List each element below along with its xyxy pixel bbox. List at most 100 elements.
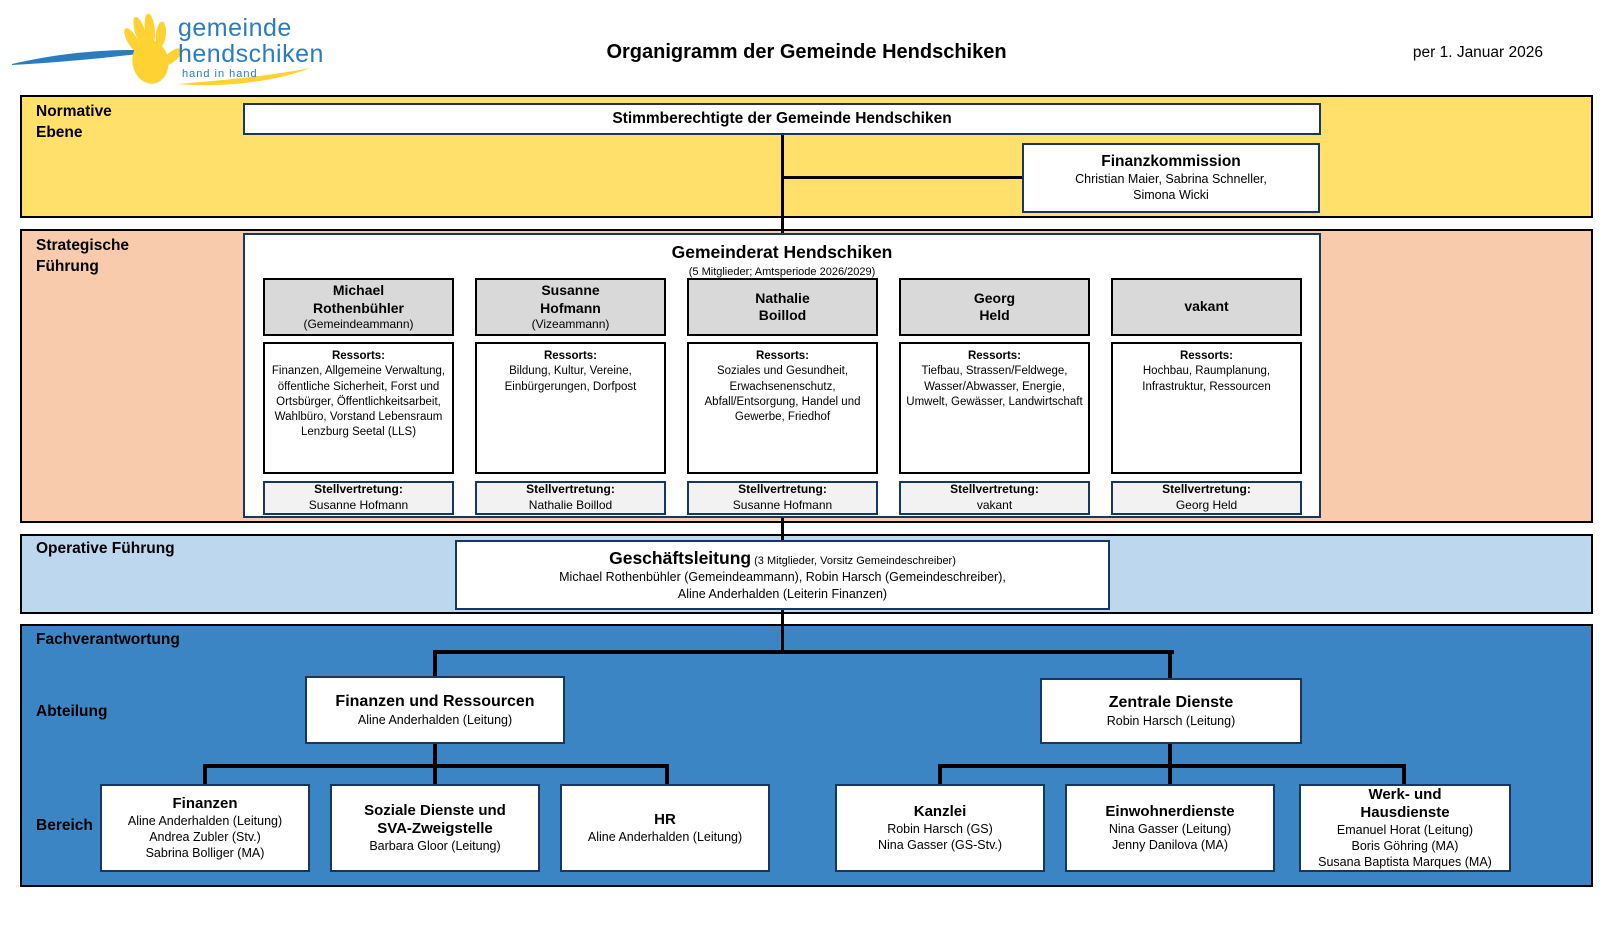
bereich-title: HR bbox=[654, 810, 676, 828]
page-title: Organigramm der Gemeinde Hendschiken bbox=[606, 41, 1007, 63]
band-label-strategische: Strategische Führung bbox=[36, 237, 130, 275]
stellvertretung-box-vakant: Stellvertretung: Georg Held bbox=[1111, 481, 1302, 515]
ressorts-box-held: Ressorts: Tiefbau, Strassen/Feldwege, Wa… bbox=[899, 342, 1090, 474]
geschaeftsleitung-box: Geschäftsleitung (3 Mitglieder, Vorsitz … bbox=[455, 540, 1110, 610]
bereich-person: Aline Anderhalden (Leitung) bbox=[127, 813, 283, 828]
stellvertretung-name: Susanne Hofmann bbox=[308, 498, 409, 512]
stellvertretung-label: Stellvertretung: bbox=[314, 482, 403, 497]
connector-to-soziale-dienste bbox=[433, 764, 437, 786]
connector-abteilungen-horizontal bbox=[433, 650, 1174, 654]
bereich-person: Emanuel Horat (Leitung) bbox=[1336, 822, 1474, 837]
effective-date: per 1. Januar 2026 bbox=[1412, 44, 1543, 61]
ressorts-text: Soziales und Gesundheit, Erwachsenenschu… bbox=[704, 365, 861, 424]
member-name-box-rothenbuehler: Michael Rothenbühler (Gemeindeammann) bbox=[263, 278, 454, 336]
stellvertretung-box-rothenbuehler: Stellvertretung: Susanne Hofmann bbox=[263, 481, 454, 515]
gemeinderat-title: Gemeinderat Hendschiken bbox=[671, 242, 893, 262]
ressorts-text: Hochbau, Raumplanung, Infrastruktur, Res… bbox=[1142, 365, 1271, 393]
member-name-box-vakant: vakant bbox=[1111, 278, 1302, 336]
ressorts-box-vakant: Ressorts: Hochbau, Raumplanung, Infrastr… bbox=[1111, 342, 1302, 474]
bereich-box-soziale-dienste: Soziale Dienste und SVA-Zweigstelle Barb… bbox=[330, 784, 540, 872]
logo-tagline: hand in hand bbox=[182, 68, 258, 80]
bereich-title: Kanzlei bbox=[913, 802, 967, 820]
bereich-person: Barbara Gloor (Leitung) bbox=[369, 838, 501, 853]
band-label-operative: Operative Führung bbox=[36, 540, 175, 557]
logo-swoosh-icon bbox=[12, 50, 160, 65]
bereich-person: Susana Baptista Marques (MA) bbox=[1318, 855, 1492, 870]
bereich-box-werk-hausdienste: Werk- und Hausdienste Emanuel Horat (Lei… bbox=[1299, 784, 1511, 872]
gemeinderat-subtitle: (5 Mitglieder; Amtsperiode 2026/2029) bbox=[688, 266, 876, 278]
member-name: Nathalie Boillod bbox=[755, 289, 810, 324]
connector-finanzen-ressourcen-down bbox=[433, 744, 437, 768]
member-name: Michael Rothenbühler bbox=[313, 282, 404, 316]
member-name-box-hofmann: Susanne Hofmann (Vizeammann) bbox=[475, 278, 666, 336]
connector-gemeinderat-geschaeftsleitung bbox=[781, 518, 784, 546]
connector-finanzkommission bbox=[781, 176, 1024, 179]
stellvertretung-label: Stellvertretung: bbox=[950, 482, 1039, 497]
member-role: (Vizeammann) bbox=[531, 317, 610, 332]
abteilung-leitung: Aline Anderhalden (Leitung) bbox=[357, 712, 513, 727]
stellvertretung-box-hofmann: Stellvertretung: Nathalie Boillod bbox=[475, 481, 666, 515]
abteilung-box-zentrale-dienste: Zentrale Dienste Robin Harsch (Leitung) bbox=[1040, 678, 1302, 744]
stellvertretung-name: vakant bbox=[976, 498, 1013, 512]
bereich-title: Soziale Dienste und SVA-Zweigstelle bbox=[364, 801, 506, 837]
logo-graphic-icon bbox=[12, 13, 310, 86]
ressorts-text: Tiefbau, Strassen/Feldwege, Wasser/Abwas… bbox=[906, 365, 1083, 408]
stimmberechtigte-box: Stimmberechtigte der Gemeinde Hendschike… bbox=[243, 103, 1321, 135]
connector-bereiche-rechts-horizontal bbox=[938, 764, 1406, 768]
bereich-title: Finanzen bbox=[172, 794, 238, 812]
band-label-normative: Normative Ebene bbox=[36, 103, 112, 141]
stellvertretung-name: Susanne Hofmann bbox=[732, 498, 833, 512]
member-name: Georg Held bbox=[973, 289, 1016, 324]
stellvertretung-name: Georg Held bbox=[1175, 498, 1238, 512]
bereich-box-hr: HR Aline Anderhalden (Leitung) bbox=[560, 784, 770, 872]
abteilung-title: Finanzen und Ressourcen bbox=[335, 692, 535, 710]
ressorts-box-hofmann: Ressorts: Bildung, Kultur, Vereine, Einb… bbox=[475, 342, 666, 474]
row-label-bereich: Bereich bbox=[36, 817, 93, 834]
finanzkommission-box: Finanzkommission Christian Maier, Sabrin… bbox=[1022, 143, 1320, 213]
bereich-person: Jenny Danilova (MA) bbox=[1111, 838, 1228, 852]
band-label-fachverantwortung: Fachverantwortung bbox=[36, 631, 180, 648]
bereich-title: Einwohnerdienste bbox=[1105, 802, 1235, 820]
bereich-person: Aline Anderhalden (Leitung) bbox=[587, 829, 743, 844]
connector-stimmberechtigte-gemeinderat bbox=[781, 135, 784, 235]
gemeinde-hendschiken-logo: gemeinde hendschiken hand in hand bbox=[10, 4, 340, 92]
member-role: (Gemeindeammann) bbox=[303, 317, 414, 332]
bereich-box-finanzen: Finanzen Aline Anderhalden (Leitung) And… bbox=[100, 784, 310, 872]
logo-underline-swoosh-icon bbox=[178, 68, 310, 86]
logo-hand-icon bbox=[124, 13, 182, 84]
member-name: vakant bbox=[1184, 298, 1229, 315]
member-name-box-held: Georg Held bbox=[899, 278, 1090, 336]
bereich-person: Sabrina Bolliger (MA) bbox=[145, 846, 265, 861]
stellvertretung-name: Nathalie Boillod bbox=[528, 498, 613, 512]
bereich-person: Robin Harsch (GS) bbox=[887, 821, 993, 836]
finanzkommission-members: Christian Maier, Sabrina Schneller, Simo… bbox=[1075, 171, 1267, 202]
connector-to-werk-hausdienste bbox=[1402, 764, 1406, 786]
connector-geschaeftsleitung-abteilungen bbox=[781, 610, 784, 654]
geschaeftsleitung-title: Geschäftsleitung bbox=[609, 547, 752, 568]
stellvertretung-label: Stellvertretung: bbox=[526, 482, 615, 497]
abteilung-title: Zentrale Dienste bbox=[1108, 693, 1234, 711]
ressorts-label: Ressorts: bbox=[543, 350, 598, 362]
geschaeftsleitung-members: Michael Rothenbühler (Gemeindeammann), R… bbox=[559, 569, 1006, 601]
finanzkommission-title: Finanzkommission bbox=[1101, 152, 1241, 170]
ressorts-box-rothenbuehler: Ressorts: Finanzen, Allgemeine Verwaltun… bbox=[263, 342, 454, 474]
ressorts-text: Bildung, Kultur, Vereine, Einbürgerungen… bbox=[504, 365, 637, 393]
connector-zentrale-dienste-down bbox=[1168, 744, 1172, 768]
member-name-box-boillod: Nathalie Boillod bbox=[687, 278, 878, 336]
ressorts-text: Finanzen, Allgemeine Verwaltung, öffentl… bbox=[271, 365, 446, 439]
stellvertretung-label: Stellvertretung: bbox=[1162, 482, 1251, 497]
connector-to-zentrale-dienste bbox=[1168, 650, 1172, 682]
ressorts-label: Ressorts: bbox=[331, 350, 386, 362]
bereich-box-einwohnerdienste: Einwohnerdienste Nina Gasser (Leitung) J… bbox=[1065, 784, 1275, 872]
row-label-abteilung: Abteilung bbox=[36, 703, 108, 720]
stimmberechtigte-title: Stimmberechtigte der Gemeinde Hendschike… bbox=[612, 110, 952, 127]
logo-text-line1: gemeinde bbox=[178, 14, 292, 42]
connector-to-finanzen bbox=[203, 764, 207, 786]
bereich-person: Nina Gasser (Leitung) bbox=[1108, 821, 1232, 836]
geschaeftsleitung-title-line: Geschäftsleitung (3 Mitglieder, Vorsitz … bbox=[609, 548, 956, 569]
connector-to-hr bbox=[665, 764, 669, 786]
abteilung-box-finanzen-ressourcen: Finanzen und Ressourcen Aline Anderhalde… bbox=[305, 676, 565, 744]
stellvertretung-box-boillod: Stellvertretung: Susanne Hofmann bbox=[687, 481, 878, 515]
geschaeftsleitung-subtitle: (3 Mitglieder, Vorsitz Gemeindeschreiber… bbox=[751, 554, 956, 567]
